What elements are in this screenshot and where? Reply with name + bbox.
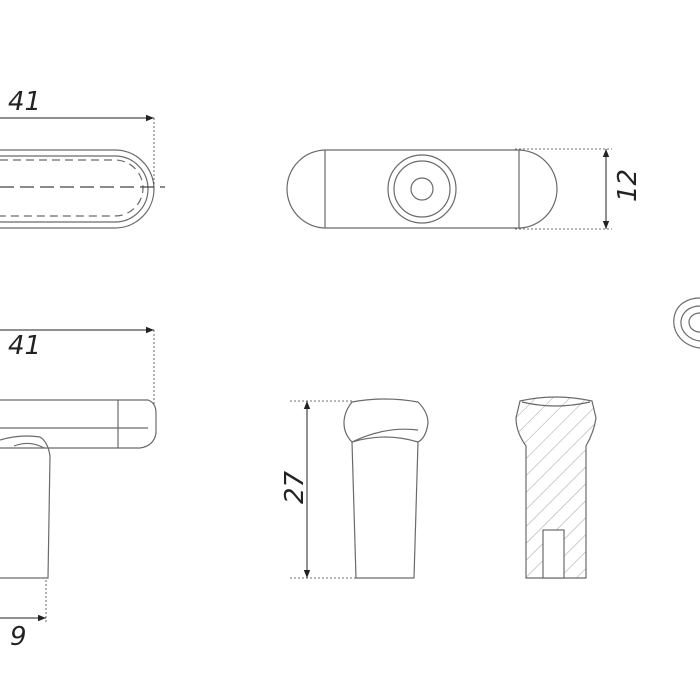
section-view-body	[515, 396, 597, 579]
bottom-view-screw-hole	[410, 177, 434, 201]
dim-total-height: 27	[280, 400, 356, 579]
dim-top-height: 12	[515, 148, 643, 230]
bottom-view-outline	[286, 149, 558, 229]
top-view-outer-outline	[0, 149, 155, 229]
top-view-dashed-groove	[0, 159, 144, 217]
perspective-icon	[673, 297, 700, 349]
front-view-head	[343, 398, 429, 443]
bottom-view-base-outer	[387, 154, 457, 224]
dim-label-top-length: 41	[8, 87, 41, 117]
dim-label-total-height: 27	[280, 470, 310, 504]
dim-label-top-height: 12	[613, 169, 643, 202]
front-view	[343, 398, 429, 579]
dim-top-length: 41	[0, 87, 155, 188]
side-view-stem	[0, 435, 51, 579]
side-view-top-bar	[0, 399, 157, 449]
front-view-stem	[351, 441, 419, 579]
bottom-view-base-mid	[393, 160, 451, 218]
section-view	[515, 396, 597, 579]
dim-side-length: 41	[0, 326, 155, 404]
top-view-inner-outline	[0, 155, 149, 223]
dim-stem-width: 9	[0, 580, 47, 652]
dim-label-stem-width: 9	[10, 622, 27, 652]
bottom-view	[286, 149, 558, 229]
side-view	[0, 399, 157, 579]
dim-label-side-length: 41	[8, 331, 41, 361]
top-view-left	[0, 149, 165, 229]
section-view-screw-hole	[542, 529, 565, 579]
